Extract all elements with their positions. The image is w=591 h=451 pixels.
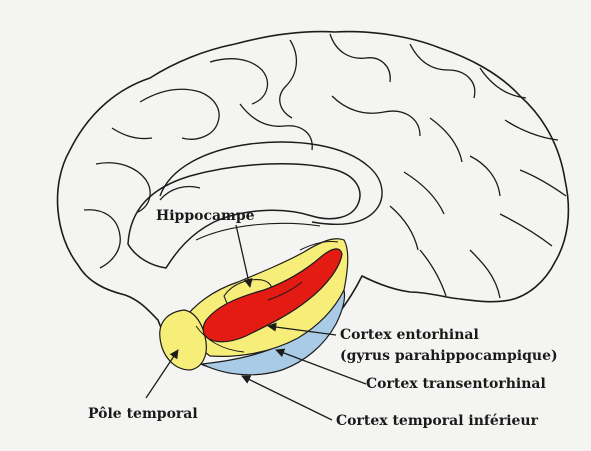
hippocampus-pointer xyxy=(236,225,250,287)
entorhinal-label-line2: (gyrus parahippocampique) xyxy=(340,348,558,364)
inferior-temporal-label: Cortex temporal inférieur xyxy=(336,413,539,429)
transentorhinal-label: Cortex transentorhinal xyxy=(366,376,546,392)
inferior-temporal-pointer xyxy=(242,376,332,420)
hippocampus-label: Hippocampe xyxy=(156,208,255,224)
temporal-pole-label: Pôle temporal xyxy=(88,406,198,422)
entorhinal-label-line1: Cortex entorhinal xyxy=(340,327,479,343)
fornix xyxy=(196,223,320,240)
temporal-pole-pointer xyxy=(146,350,178,398)
